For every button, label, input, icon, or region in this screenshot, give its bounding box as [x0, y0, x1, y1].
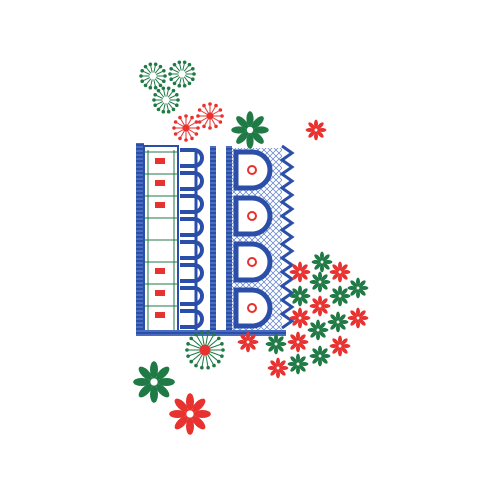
flower-motif [237, 331, 259, 353]
dandelion-motifs [139, 60, 225, 370]
flower-motif [347, 307, 369, 329]
dandelion-motif [139, 62, 167, 90]
flower-motif [307, 319, 329, 341]
flower-motif [329, 261, 351, 283]
flower-motif [289, 261, 311, 283]
dandelion-motif [185, 330, 225, 370]
flower-motif [169, 393, 211, 435]
flower-motif [267, 357, 289, 379]
flower-motif [265, 333, 287, 355]
flower-motif [289, 285, 311, 307]
dandelion-motif [152, 86, 180, 114]
flower-motif [329, 285, 351, 307]
flower-motif [305, 119, 327, 141]
flower-motifs [133, 111, 369, 435]
flower-motif [327, 311, 349, 333]
flower-motif [287, 353, 309, 375]
dandelion-motif [168, 60, 196, 88]
flower-motif [309, 295, 331, 317]
flower-motif [289, 307, 311, 329]
flower-motif [329, 335, 351, 357]
flower-motif [309, 271, 331, 293]
dandelion-motif [196, 102, 224, 130]
flower-motif [311, 251, 333, 273]
dandelion-motif [172, 114, 200, 142]
flower-motif [133, 361, 175, 403]
flower-motif [347, 277, 369, 299]
flower-motif [231, 111, 269, 149]
lace-border [136, 143, 295, 336]
flower-motif [309, 345, 331, 367]
flower-motif [287, 331, 309, 353]
